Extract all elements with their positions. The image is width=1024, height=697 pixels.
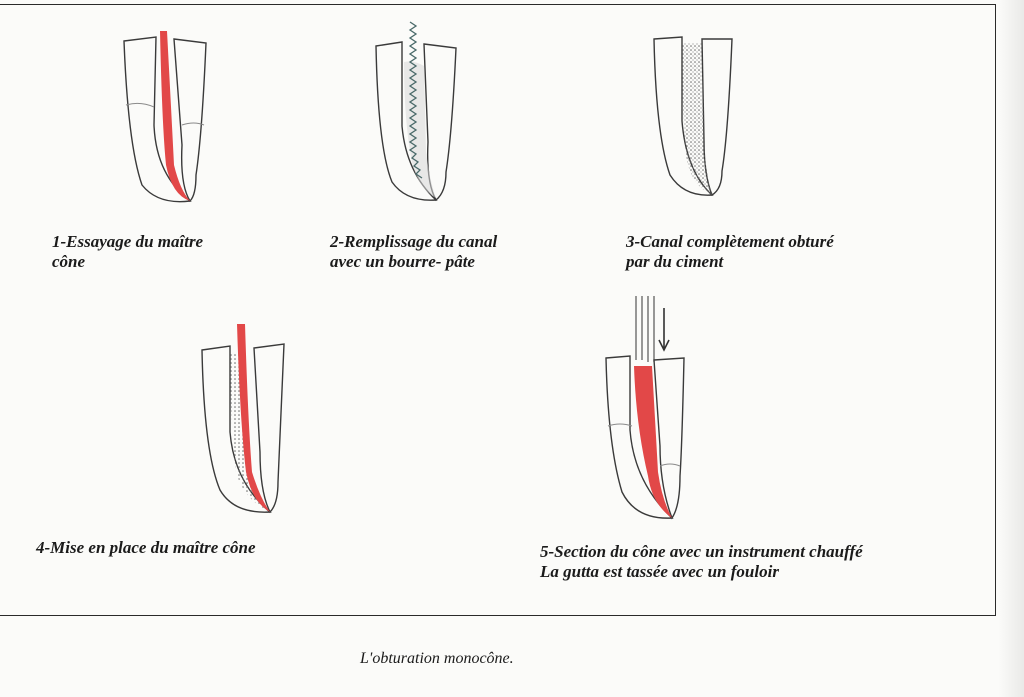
step-1-line1: 1-Essayage du maître <box>52 232 204 251</box>
step-5-caption: 5-Section du cône avec un instrument cha… <box>540 542 863 582</box>
step-3-line1: 3-Canal complètement obturé <box>626 232 834 251</box>
step-1-caption: 1-Essayage du maître cône <box>52 232 203 272</box>
step-4-caption: 4-Mise en place du maître cône <box>36 538 256 558</box>
step-3-line2: par du ciment <box>626 252 724 271</box>
cement-fill <box>682 43 712 195</box>
tooth-diagram-4 <box>201 324 285 514</box>
step-3-caption: 3-Canal complètement obturé par du cimen… <box>626 232 834 272</box>
tooth-diagram-1 <box>123 31 207 203</box>
step-5-line1: 5-Section du cône avec un instrument cha… <box>540 542 863 561</box>
gutta-percha-cone <box>160 31 190 201</box>
step-4-line1: 4-Mise en place du maître cône <box>36 538 256 557</box>
step-5-line2: La gutta est tassée avec un fouloir <box>540 562 779 581</box>
scan-edge-shadow <box>998 0 1024 697</box>
step-1-line2: cône <box>52 252 86 271</box>
step-2-line2: avec un bourre- pâte <box>330 252 475 271</box>
figure-frame <box>0 4 996 616</box>
step-2-line1: 2-Remplissage du canal <box>330 232 498 251</box>
tooth-diagram-3 <box>653 36 733 197</box>
tooth-diagram-2 <box>375 21 457 202</box>
figure-caption: L'obturation monocône. <box>360 650 514 667</box>
lentulo-spiral <box>408 21 423 179</box>
tooth-diagram-5 <box>605 296 685 520</box>
tooth-outline <box>123 36 192 203</box>
gutta-percha-cone <box>634 366 672 518</box>
plugger-instrument <box>635 296 655 362</box>
down-arrow-icon <box>658 308 670 352</box>
step-2-caption: 2-Remplissage du canal avec un bourre- p… <box>330 232 497 272</box>
gutta-percha-cone <box>237 324 270 512</box>
